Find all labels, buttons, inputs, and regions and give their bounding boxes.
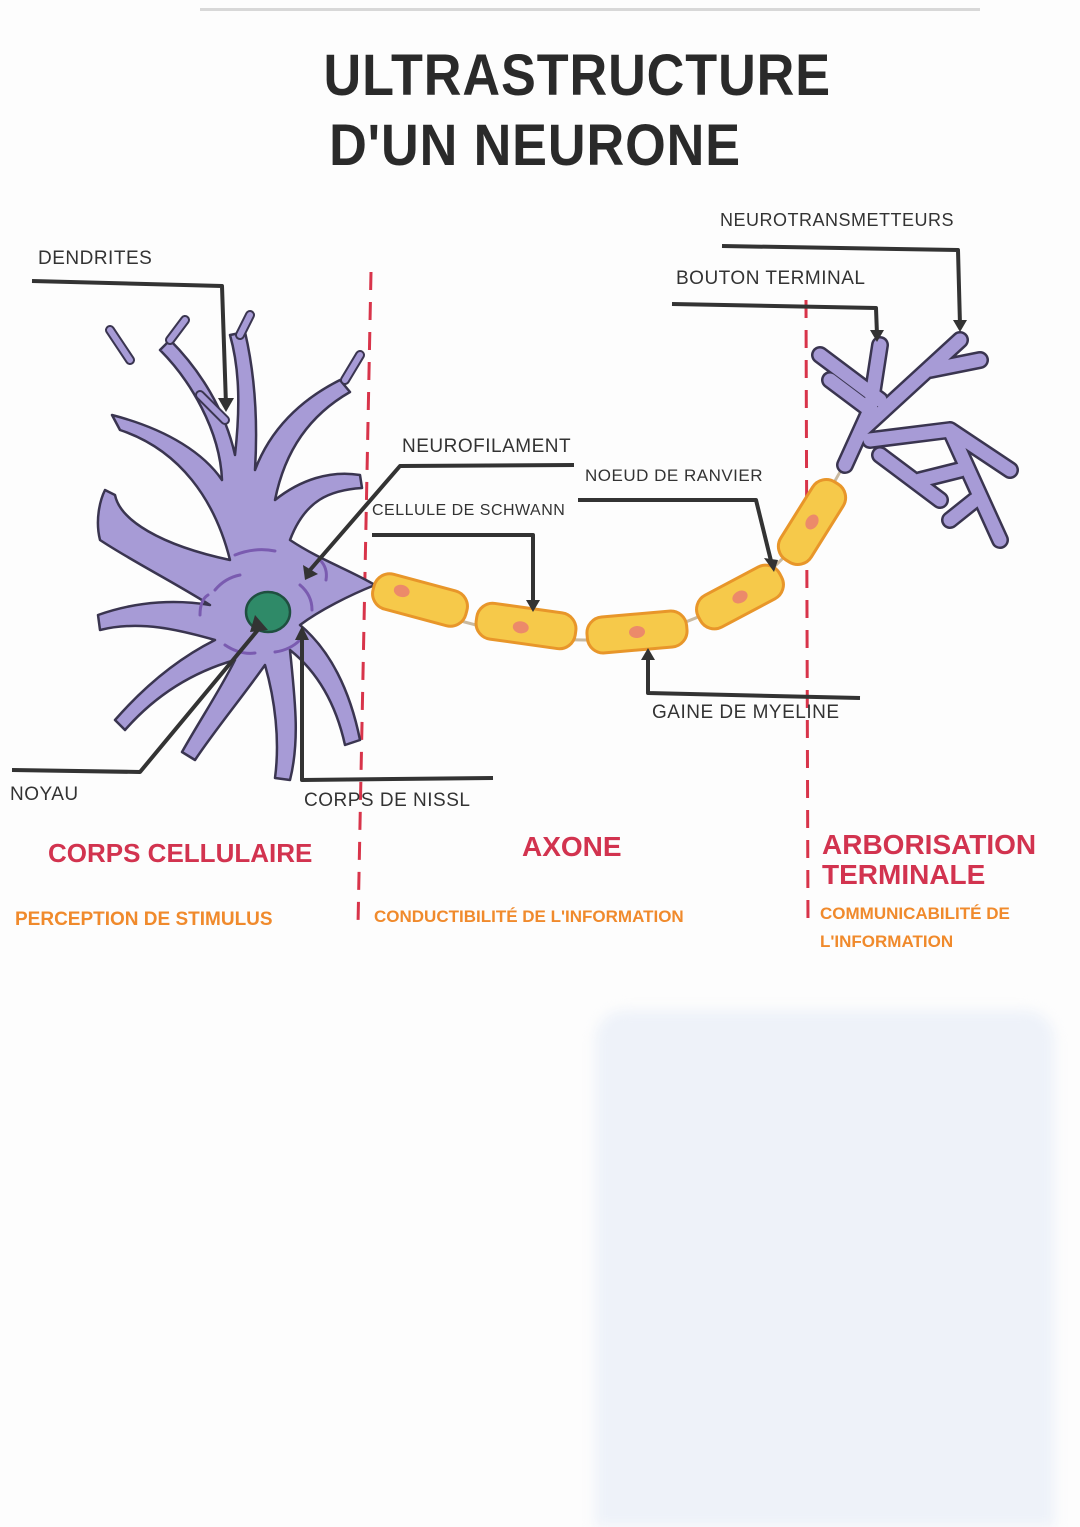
- leader-neurofilament: [308, 463, 575, 572]
- label-neurofilament: NEUROFILAMENT: [402, 436, 572, 457]
- scan-edge: [200, 8, 980, 11]
- myelin-sheath: [371, 477, 848, 655]
- leader-myelin: [646, 655, 861, 700]
- function-corps-cellulaire: PERCEPTION DE STIMULUS: [15, 909, 273, 930]
- terminal-arborization: [811, 331, 1019, 549]
- function-arborisation-terminale: COMMUNICABILITÉ DE L'INFORMATION: [820, 904, 1010, 951]
- leader-noyau: [11, 623, 264, 774]
- section-corps-cellulaire: CORPS CELLULAIRE: [48, 838, 313, 868]
- section-axone: AXONE: [522, 831, 622, 862]
- label-cellule-de-schwann: CELLULE DE SCHWANN: [372, 502, 566, 519]
- label-dendrites: DENDRITES: [38, 248, 153, 269]
- arrowheads: [218, 320, 967, 660]
- divider-left: [356, 271, 373, 926]
- label-neurotransmetteurs: NEUROTRANSMETTEURS: [720, 210, 955, 230]
- label-bouton-terminal: BOUTON TERMINAL: [676, 268, 866, 289]
- leader-lines: [11, 244, 962, 782]
- leader-dendrites: [31, 279, 228, 406]
- label-noyau: NOYAU: [10, 784, 79, 805]
- function-axone: CONDUCTIBILITÉ DE L'INFORMATION: [374, 907, 684, 926]
- section-arborisation-terminale: ARBORISATION TERMINALE: [822, 829, 1037, 890]
- cell-body: [96, 310, 377, 782]
- leader-neurotransmitters: [721, 244, 962, 326]
- leader-ranvier: [578, 498, 774, 566]
- divider-right: [804, 299, 810, 931]
- nissl-bodies: [198, 548, 328, 655]
- label-noeud-de-ranvier: NOEUD DE RANVIER: [585, 466, 764, 485]
- label-gaine-de-myeline: GAINE DE MYELINE: [652, 702, 840, 723]
- label-corps-de-nissl: CORPS DE NISSL: [304, 790, 471, 811]
- leader-nissl: [300, 635, 494, 782]
- leader-bouton: [671, 302, 879, 336]
- title-line-1: ULTRASTRUCTURE: [323, 43, 831, 108]
- neuron-diagram: [11, 244, 1019, 931]
- paper-shadow: [595, 1010, 1055, 1527]
- leader-schwann: [372, 533, 535, 605]
- title-line-2: D'UN NEURONE: [329, 113, 741, 178]
